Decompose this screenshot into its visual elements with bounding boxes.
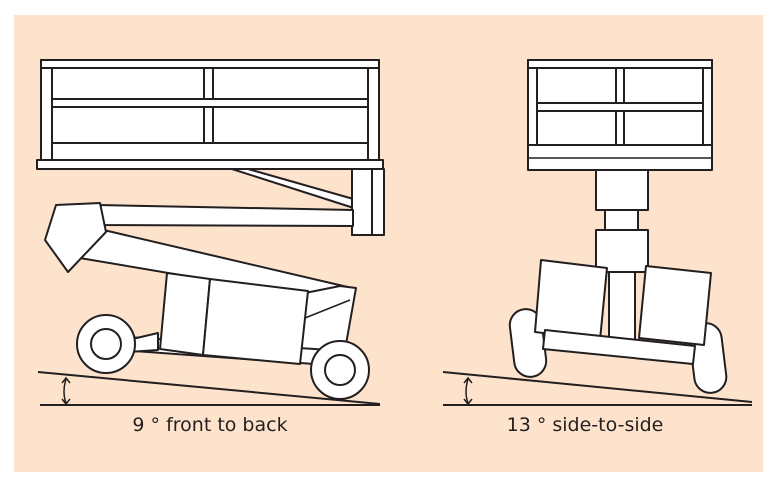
left-angle-marker [61,376,71,406]
right-slope-line [442,371,753,403]
right-angle-marker [463,376,473,406]
right-platform-rails [527,59,713,171]
front-to-back-caption: 9 ° front to back [132,414,288,436]
left-body-box-1 [159,272,211,356]
left-slope-line [37,371,381,405]
right-mast [595,169,649,343]
left-jib [231,168,385,236]
side-to-side-caption: 13 ° side-to-side [506,414,664,436]
left-front-wheel [76,314,136,374]
left-boom-head [44,202,107,273]
right-chassis [542,329,696,365]
front-to-back-figure [36,59,385,406]
left-body-box-2 [202,278,309,365]
left-platform-rails [36,59,384,170]
right-body-box-1 [534,259,608,341]
right-body-box-2 [638,265,712,346]
side-to-side-figure [442,59,753,406]
left-rear-wheel [310,340,370,400]
left-boom [97,204,354,227]
